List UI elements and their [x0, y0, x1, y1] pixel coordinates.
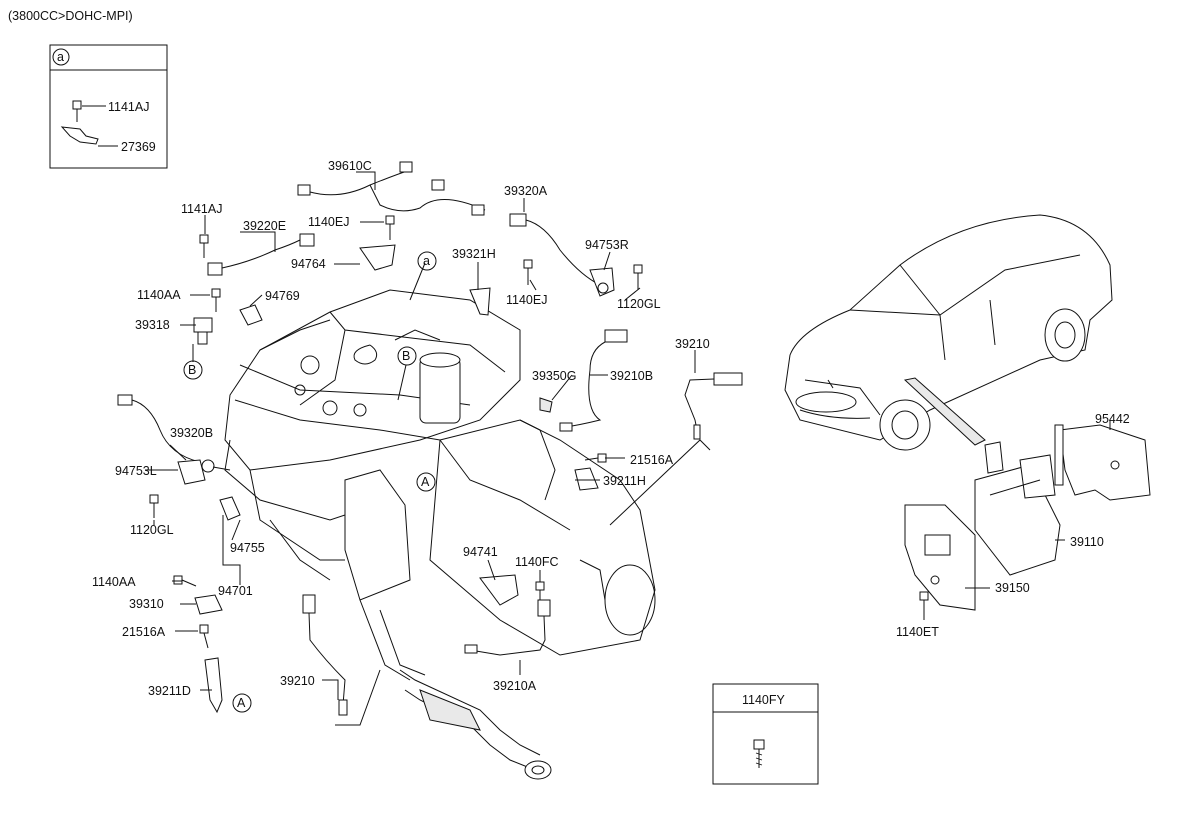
ecu-module-39110 — [974, 441, 1061, 576]
label-39210A: 39210A — [493, 679, 537, 693]
label-39320B: 39320B — [170, 426, 213, 440]
vehicle-illustration — [784, 214, 1113, 451]
label-94769: 94769 — [265, 289, 300, 303]
inset-label-1141AJ: 1141AJ — [108, 100, 149, 114]
o2-sensor-39210A — [464, 599, 551, 656]
bolt-icon — [919, 591, 929, 612]
bolt-icon — [211, 288, 221, 312]
bracket-94764 — [359, 244, 396, 271]
label-94753L: 94753L — [115, 464, 157, 478]
sensor-39320B — [117, 394, 215, 485]
callout-circle-A-upper: A — [416, 472, 436, 492]
sensor-39310 — [194, 594, 223, 615]
oil-filter — [419, 357, 461, 424]
inset-title: 1140FY — [742, 693, 786, 707]
label-39210-right: 39210 — [675, 337, 710, 351]
label-39318: 39318 — [135, 318, 170, 332]
label-39150: 39150 — [995, 581, 1030, 595]
label-1140AA-bottom: 1140AA — [92, 575, 136, 589]
bracket-39150 — [904, 504, 976, 611]
bolt-icon — [149, 494, 159, 518]
bracket-icon — [60, 126, 99, 145]
ecu-location-pointer — [903, 377, 986, 446]
inset-marker: a — [57, 50, 64, 64]
front-wheel — [879, 399, 931, 451]
label-39320A: 39320A — [504, 184, 548, 198]
rear-wheel — [1044, 308, 1086, 362]
bracket-95442 — [1054, 424, 1151, 501]
label-39350G: 39350G — [532, 369, 576, 383]
sensor-39350G — [539, 397, 553, 413]
clip-94755 — [219, 496, 241, 521]
bolt-icon — [72, 100, 82, 122]
bracket-39211H — [574, 467, 599, 491]
svg-text:A: A — [237, 696, 246, 710]
clip-94769 — [239, 304, 263, 326]
callout-circle-B-upper: B — [397, 346, 417, 366]
bolt-icon — [753, 739, 765, 768]
o2-sensor-39210B — [559, 329, 628, 432]
label-94741: 94741 — [463, 545, 498, 559]
label-94701: 94701 — [218, 584, 253, 598]
callout-circle-a — [52, 48, 70, 66]
label-39310: 39310 — [129, 597, 164, 611]
exhaust-muffler — [419, 689, 481, 731]
svg-text:a: a — [423, 254, 430, 268]
bolt-icon — [385, 215, 395, 240]
label-94764: 94764 — [291, 257, 326, 271]
svg-text:A: A — [421, 475, 430, 489]
bolt-icon — [523, 259, 533, 285]
label-1140EJ-top: 1140EJ — [308, 215, 349, 229]
label-21516A-left: 21516A — [122, 625, 166, 639]
label-1140ET: 1140ET — [896, 625, 939, 639]
bracket-39211D — [204, 657, 223, 714]
label-39220E: 39220E — [243, 219, 286, 233]
label-1141AJ: 1141AJ — [181, 202, 222, 216]
label-1140AA-top: 1140AA — [137, 288, 181, 302]
label-1120GL-right: 1120GL — [617, 297, 661, 311]
label-1140FC: 1140FC — [515, 555, 559, 569]
inset-box-1140fy: 1140FY — [712, 683, 819, 785]
label-39321H: 39321H — [452, 247, 496, 261]
transmission — [429, 419, 656, 656]
o2-sensor-39210-right — [684, 372, 743, 440]
bracket-94741 — [479, 574, 519, 606]
svg-text:B: B — [188, 363, 196, 377]
bolt-icon — [173, 575, 197, 587]
callout-circle-a: a — [417, 251, 437, 271]
bolt-icon — [199, 624, 209, 649]
label-1140EJ: 1140EJ — [506, 293, 547, 307]
leader-lines — [145, 171, 1111, 726]
o2-sensor-39210-left — [302, 594, 348, 716]
label-21516A-right: 21516A — [630, 453, 674, 467]
label-39610C: 39610C — [328, 159, 372, 173]
engine-spec-title: (3800CC>DOHC-MPI) — [8, 9, 133, 23]
label-39210-left: 39210 — [280, 674, 315, 688]
label-1120GL-left: 1120GL — [130, 523, 174, 537]
label-39210B: 39210B — [610, 369, 653, 383]
sensor-39320A — [509, 213, 615, 297]
bolt-icon — [199, 234, 209, 258]
label-94753R: 94753R — [585, 238, 629, 252]
callout-circle-B-lower: B — [183, 360, 203, 380]
inset-label-27369: 27369 — [121, 140, 156, 154]
sensor-39318 — [193, 317, 213, 345]
catalytic-converter — [344, 469, 411, 601]
label-39110: 39110 — [1070, 535, 1104, 549]
bolt-icon — [633, 264, 643, 290]
inset-box-a: a 1141AJ 27369 — [49, 44, 168, 169]
callout-circle-A-lower: A — [232, 693, 252, 713]
label-95442: 95442 — [1095, 412, 1130, 426]
svg-text:B: B — [402, 349, 410, 363]
label-39211H: 39211H — [603, 474, 646, 488]
sensor-39220E — [207, 233, 315, 276]
harness-39610C — [297, 161, 486, 216]
label-94755: 94755 — [230, 541, 265, 555]
label-39211D: 39211D — [148, 684, 191, 698]
engine-assembly — [224, 289, 656, 780]
bracket-39321H — [469, 287, 491, 316]
